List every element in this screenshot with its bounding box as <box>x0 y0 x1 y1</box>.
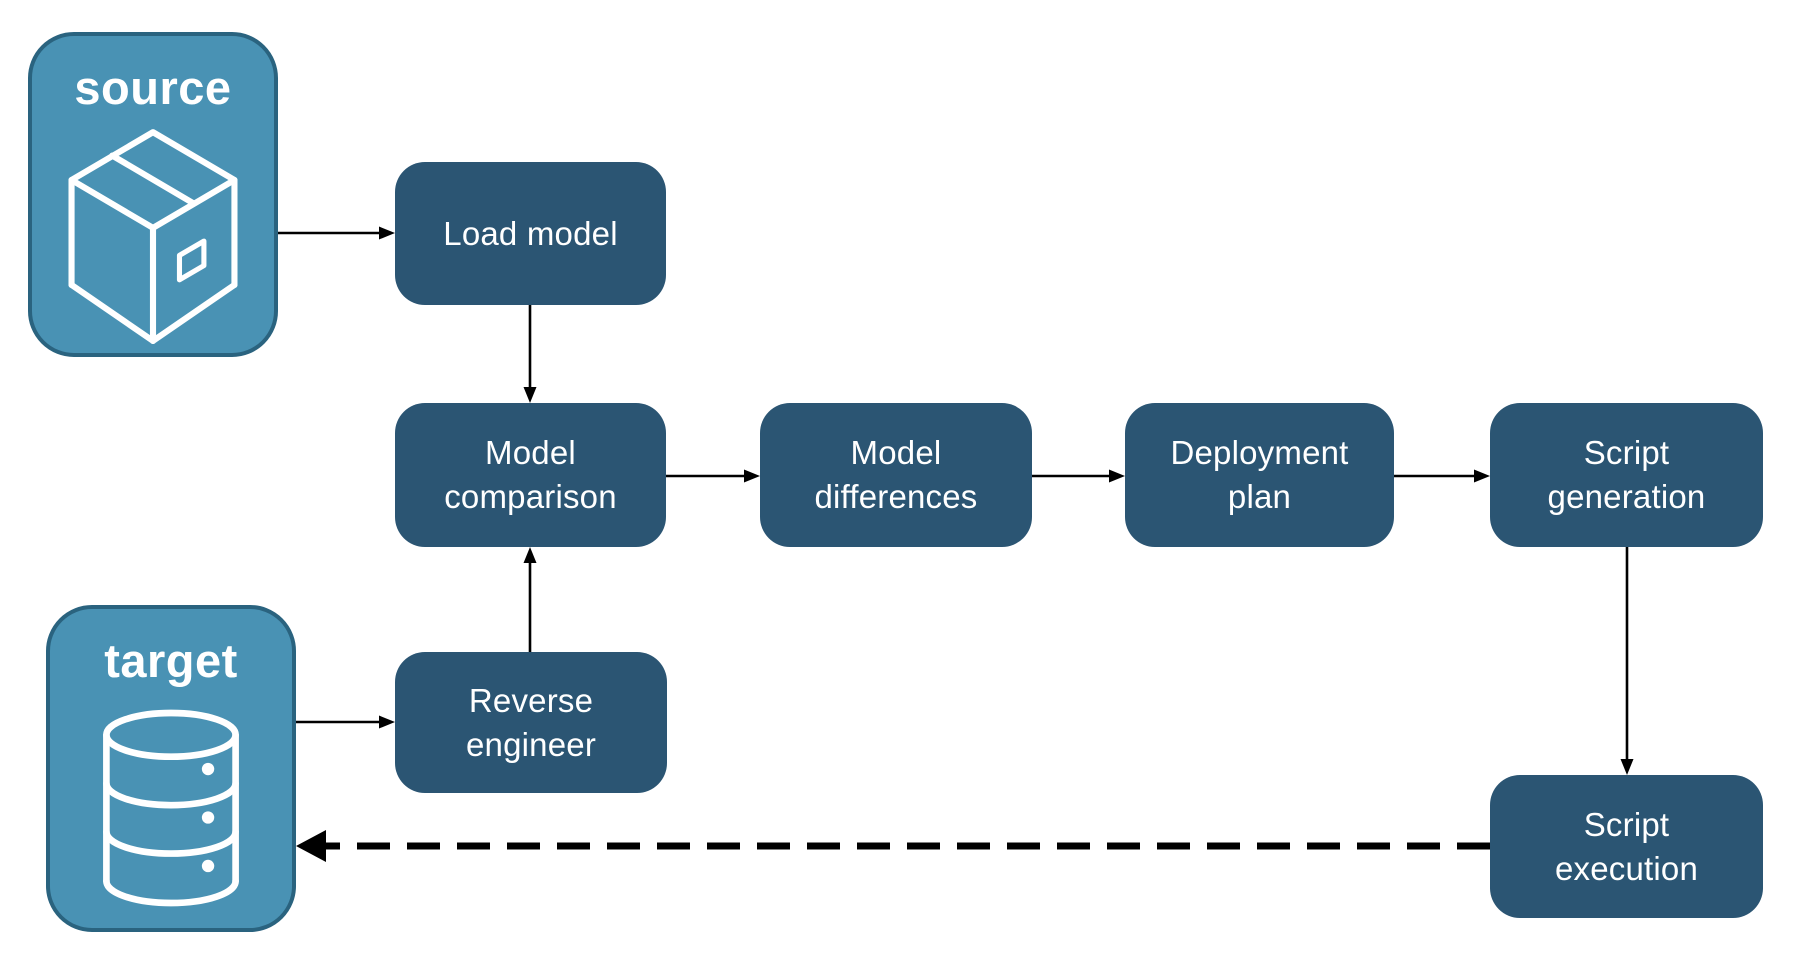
edge-reverse-engineer-to-model-comparison <box>523 547 537 652</box>
edge-deployment-plan-to-script-generation <box>1394 469 1490 483</box>
edge-model-comparison-to-model-differences <box>666 469 760 483</box>
database-icon <box>50 688 292 928</box>
node-model-differences: Model differences <box>760 403 1032 547</box>
node-reverse-engineer: Reverse engineer <box>395 652 667 793</box>
edge-script-generation-to-script-execution <box>1620 547 1634 775</box>
edge-source-to-load-model <box>277 226 395 240</box>
edge-model-differences-to-deployment-plan <box>1032 469 1125 483</box>
node-deployment-plan: Deployment plan <box>1125 403 1394 547</box>
edge-script-execution-to-target-dashed <box>296 830 1490 862</box>
package-icon <box>32 115 274 353</box>
endpoint-target: target <box>46 605 296 932</box>
node-model-comparison: Model comparison <box>395 403 666 547</box>
node-script-execution: Script execution <box>1490 775 1763 918</box>
edge-target-to-reverse-engineer <box>296 715 395 729</box>
endpoint-source: source <box>28 32 278 357</box>
target-label: target <box>104 634 238 687</box>
edge-load-model-to-model-comparison <box>523 305 537 403</box>
node-script-generation: Script generation <box>1490 403 1763 547</box>
source-label: source <box>74 61 232 114</box>
node-load-model: Load model <box>395 162 666 305</box>
